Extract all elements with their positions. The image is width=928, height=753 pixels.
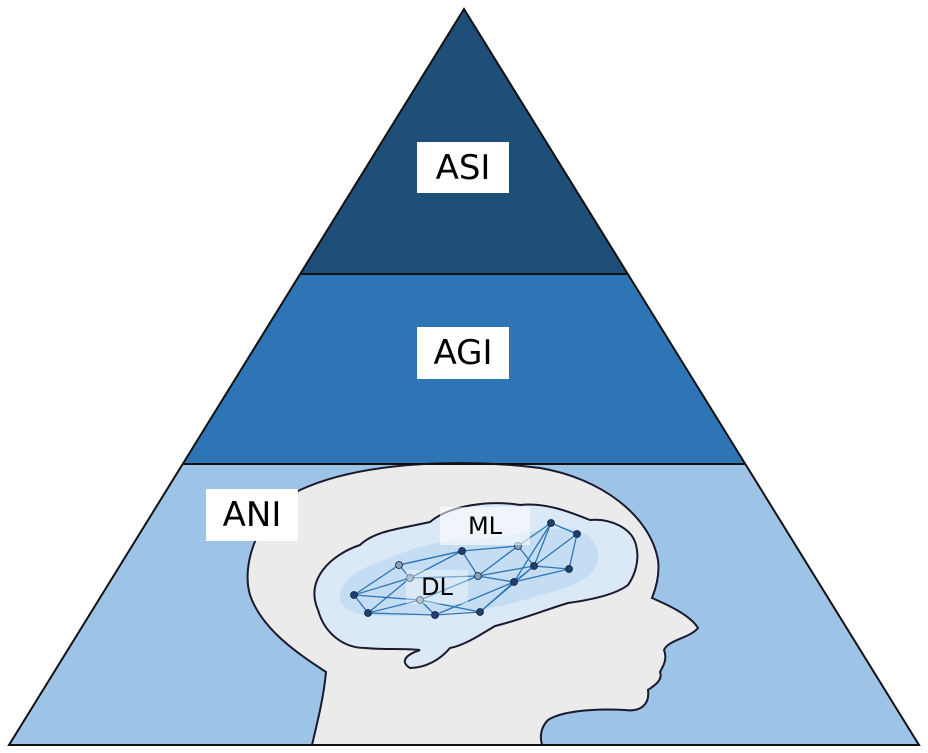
network-node xyxy=(350,591,358,599)
pyramid-outline xyxy=(7,7,921,746)
network-node xyxy=(530,562,538,570)
network-node xyxy=(395,561,403,569)
network-node xyxy=(474,572,482,580)
dl-label: DL xyxy=(406,570,468,604)
pyramid-tier-asi xyxy=(301,9,627,274)
network-node xyxy=(431,611,439,619)
tier-label-agi: AGI xyxy=(417,327,509,379)
network-node xyxy=(573,530,581,538)
network-node xyxy=(476,608,484,616)
network-node xyxy=(510,578,518,586)
neural-network-nodes xyxy=(350,519,581,619)
tier-label-asi: ASI xyxy=(417,142,509,193)
ml-label: ML xyxy=(440,507,530,545)
network-node xyxy=(406,574,414,582)
network-node xyxy=(416,596,424,604)
tier-label-ani: ANI xyxy=(206,489,298,541)
network-node xyxy=(565,565,573,573)
network-node xyxy=(364,609,372,617)
network-node xyxy=(458,547,466,555)
network-node xyxy=(547,519,555,527)
